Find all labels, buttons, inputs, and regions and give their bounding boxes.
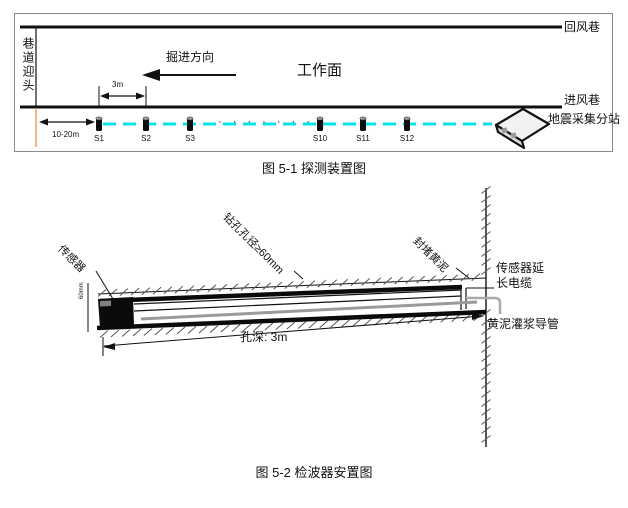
return-airway-label: 回风巷 xyxy=(564,20,601,34)
geophone-s12 xyxy=(403,116,411,131)
figure-2-caption: 图 5-2 检波器安置图 xyxy=(255,465,373,480)
figure-1-detection-layout: 巷道迎头 掘进方向 工作面 回风巷 进风巷 地震采集分站 3m 10-20m ·… xyxy=(0,0,628,185)
sensor-label-s11: S11 xyxy=(356,134,370,143)
tunnel-heading-label: 巷道迎头 xyxy=(21,37,35,93)
extension-cable-label-line2: 长电缆 xyxy=(496,276,533,290)
figure-2-geophone-placement: 传感器 钻孔孔径≥60mm 封堵黄泥 传感器延 长电缆 黄泥灌浆导管 孔深: 3… xyxy=(0,185,628,508)
ellipsis-dots: · · · · · · · · xyxy=(218,116,329,128)
geophone-s10 xyxy=(316,116,324,131)
sensor-label-s10: S10 xyxy=(312,134,328,143)
geophone-s3 xyxy=(186,116,194,131)
geophone-s2 xyxy=(142,116,150,131)
cable-exit-curve xyxy=(466,296,502,314)
substation-label: 地震采集分站 xyxy=(548,112,621,126)
grouting-pipe-line xyxy=(140,300,478,321)
sensor-leader-line xyxy=(95,270,114,300)
sensor-spacing-value: 3m xyxy=(112,80,124,89)
figure-1-graphics xyxy=(20,25,562,150)
diameter-leader-line xyxy=(293,270,304,280)
extension-cable-lines xyxy=(133,288,502,314)
geophone-s1 xyxy=(95,116,103,131)
hole-depth-dimension xyxy=(102,313,484,356)
substation-box-icon xyxy=(494,107,551,150)
sensor-label-s12: S12 xyxy=(399,134,415,143)
sensor-spacing-dimension xyxy=(98,86,147,106)
geophone-markers xyxy=(95,116,411,131)
figure-1-caption: 图 5-1 探测装置图 xyxy=(261,161,366,176)
grouting-pipe-label: 黄泥灌浆导管 xyxy=(487,317,560,331)
borehole-casing xyxy=(87,283,487,332)
tunnel-wall xyxy=(481,186,491,447)
sensor-label-s2: S2 xyxy=(141,134,151,143)
intake-airway-label: 进风巷 xyxy=(564,93,601,107)
hole-depth-label: 孔深: 3m xyxy=(240,330,288,344)
working-face-label: 工作面 xyxy=(297,62,343,79)
geophone-s11 xyxy=(359,116,367,131)
sealing-leader-line xyxy=(455,267,470,279)
heading-offset-value: 10-20m xyxy=(52,130,80,139)
heading-offset-dimension xyxy=(39,118,95,126)
geophone-block xyxy=(98,297,134,328)
mouth-dimension-label: 60mm xyxy=(79,282,85,299)
drive-direction-label: 掘进方向 xyxy=(166,50,215,64)
extension-cable-label: 传感器延 长电缆 xyxy=(496,261,544,291)
sensor-label-s3: S3 xyxy=(185,134,195,143)
sensor-label-s1: S1 xyxy=(94,134,104,143)
figure-2-graphics xyxy=(87,186,502,447)
extension-cable-label-line1: 传感器延 xyxy=(496,261,545,275)
drive-direction-arrow xyxy=(142,69,236,81)
